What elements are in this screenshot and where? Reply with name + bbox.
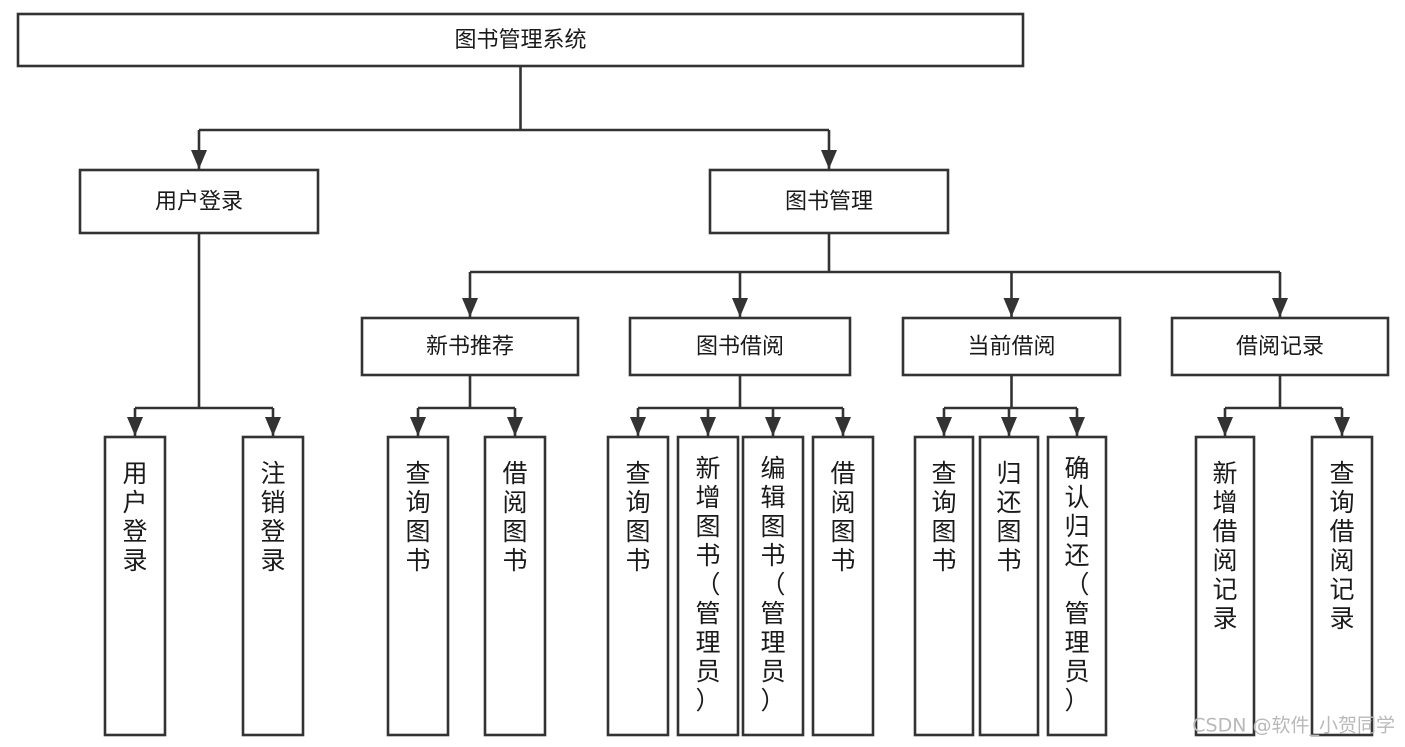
leaf-label: 借阅图书 (830, 459, 855, 575)
connector-arrowhead (1003, 298, 1020, 317)
level3-node[interactable]: 图书借阅 (628, 316, 852, 377)
leaf-node[interactable]: 确认归还（管理员） (1046, 435, 1108, 737)
leaf-label: 编辑图书（管理员） (760, 454, 785, 715)
leaf-label: 新增图书（管理员） (695, 454, 720, 715)
connector-arrowhead (1069, 417, 1085, 436)
level3-label: 图书借阅 (696, 335, 784, 360)
connector-arrowhead (630, 417, 646, 436)
connector-arrowhead (1334, 417, 1350, 436)
leaf-node[interactable]: 查询图书 (913, 435, 975, 737)
level3-label: 新书推荐 (426, 335, 514, 360)
leaf-box[interactable] (606, 435, 670, 737)
root-box[interactable] (16, 12, 1025, 68)
leaf-box[interactable] (741, 435, 805, 737)
connector-arrowhead (936, 417, 952, 436)
level3-box[interactable] (1170, 316, 1390, 377)
level3-label: 借阅记录 (1236, 335, 1324, 360)
connector-arrowhead (410, 417, 426, 436)
level2-node[interactable]: 图书管理 (708, 168, 950, 235)
level3-node[interactable]: 借阅记录 (1170, 316, 1390, 377)
root-label: 图书管理系统 (454, 28, 586, 53)
level2-node[interactable]: 用户登录 (78, 168, 320, 235)
level3-box[interactable] (360, 316, 580, 377)
connector-arrowhead (700, 417, 716, 436)
leaf-box[interactable] (811, 435, 875, 737)
watermark-label: CSDN @软件_小贺同学 (1192, 715, 1395, 737)
connector-arrowhead (507, 417, 523, 436)
level2-box[interactable] (708, 168, 950, 235)
connector-arrowhead (265, 417, 281, 436)
level2-label: 图书管理 (785, 190, 873, 215)
leaf-box[interactable] (483, 435, 547, 737)
root-node[interactable]: 图书管理系统 (16, 12, 1025, 68)
connector-arrowhead (191, 150, 207, 169)
leaf-node[interactable]: 查询借阅记录 (1310, 435, 1374, 737)
leaf-box[interactable] (913, 435, 975, 737)
leaf-label: 查询图书 (931, 459, 956, 575)
level3-node[interactable]: 当前借阅 (901, 316, 1122, 377)
level2-label: 用户登录 (155, 190, 243, 215)
connector-arrowhead (821, 150, 837, 169)
leaf-node[interactable]: 查询图书 (606, 435, 670, 737)
connector-arrowhead (835, 417, 851, 436)
level3-box[interactable] (901, 316, 1122, 377)
leaf-label: 用户登录 (122, 459, 147, 575)
nodes-layer: 图书管理系统用户登录图书管理新书推荐图书借阅当前借阅借阅记录用户登录注销登录查询… (16, 12, 1390, 737)
leaf-label: 新增借阅记录 (1212, 459, 1237, 633)
leaf-label: 确认归还（管理员） (1064, 454, 1089, 715)
leaf-label: 归还图书 (996, 459, 1021, 575)
level3-label: 当前借阅 (967, 335, 1055, 360)
level3-box[interactable] (628, 316, 852, 377)
leaf-label: 查询图书 (625, 459, 650, 575)
leaf-box[interactable] (241, 435, 305, 737)
leaf-node[interactable]: 查询图书 (386, 435, 450, 737)
level3-node[interactable]: 新书推荐 (360, 316, 580, 377)
leaf-box[interactable] (1046, 435, 1108, 737)
leaf-node[interactable]: 借阅图书 (483, 435, 547, 737)
leaf-label: 查询图书 (405, 459, 430, 575)
leaf-node[interactable]: 编辑图书（管理员） (741, 435, 805, 737)
leaf-node[interactable]: 借阅图书 (811, 435, 875, 737)
leaf-box[interactable] (978, 435, 1040, 737)
leaf-node[interactable]: 归还图书 (978, 435, 1040, 737)
connector-arrowhead (1001, 417, 1017, 436)
connector-arrowhead (732, 298, 748, 317)
connector-arrowhead (1272, 298, 1288, 317)
connector-arrowhead (1217, 417, 1233, 436)
leaf-box[interactable] (386, 435, 450, 737)
level2-box[interactable] (78, 168, 320, 235)
connector-arrowhead (765, 417, 781, 436)
connectors-layer (127, 66, 1350, 436)
leaf-box[interactable] (676, 435, 740, 737)
leaf-box[interactable] (1194, 435, 1256, 737)
leaf-node[interactable]: 新增图书（管理员） (676, 435, 740, 737)
leaf-label: 借阅图书 (502, 459, 527, 575)
connector-arrowhead (462, 298, 478, 317)
leaf-node[interactable]: 用户登录 (103, 435, 167, 737)
leaf-box[interactable] (1310, 435, 1374, 737)
connector-arrowhead (127, 417, 143, 436)
leaf-node[interactable]: 注销登录 (241, 435, 305, 737)
leaf-label: 查询借阅记录 (1329, 459, 1354, 633)
leaf-label: 注销登录 (260, 459, 285, 575)
leaf-box[interactable] (103, 435, 167, 737)
leaf-node[interactable]: 新增借阅记录 (1194, 435, 1256, 737)
